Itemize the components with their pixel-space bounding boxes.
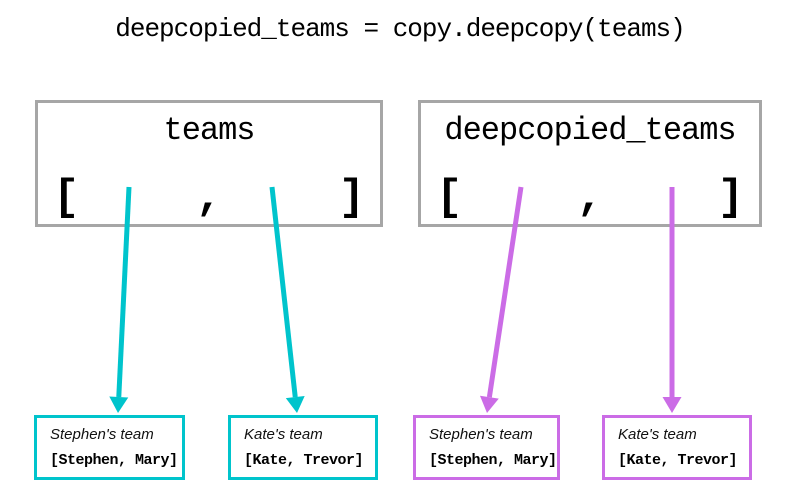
team-value: [Kate, Trevor]: [618, 452, 738, 469]
bracket-row: [ , ]: [421, 176, 759, 220]
open-bracket: [: [436, 173, 463, 223]
team-title: Stephen's team: [50, 426, 154, 443]
team-value: [Kate, Trevor]: [244, 452, 364, 469]
comma-separator: ,: [576, 173, 604, 223]
list-box-deepcopied-teams: deepcopied_teams [ , ]: [418, 100, 762, 227]
team-box-kate-original: Kate's team [Kate, Trevor]: [228, 415, 378, 480]
team-box-kate-copy: Kate's team [Kate, Trevor]: [602, 415, 752, 480]
reference-arrow-head: [479, 395, 499, 413]
close-bracket: ]: [717, 173, 744, 223]
reference-arrow-head: [285, 396, 305, 413]
team-value: [Stephen, Mary]: [429, 452, 557, 469]
team-title: Stephen's team: [429, 426, 533, 443]
close-bracket: ]: [338, 173, 365, 223]
bracket-row: [ , ]: [38, 176, 380, 220]
reference-arrow-head: [109, 396, 129, 413]
open-bracket: [: [53, 173, 80, 223]
team-title: Kate's team: [244, 426, 323, 443]
team-title: Kate's team: [618, 426, 697, 443]
team-box-stephen-copy: Stephen's team [Stephen, Mary]: [413, 415, 560, 480]
team-value: [Stephen, Mary]: [50, 452, 178, 469]
team-box-stephen-original: Stephen's team [Stephen, Mary]: [34, 415, 185, 480]
list-label-teams: teams: [163, 112, 255, 149]
list-box-teams: teams [ , ]: [35, 100, 383, 227]
comma-separator: ,: [195, 173, 223, 223]
list-label-deepcopied-teams: deepcopied_teams: [444, 112, 736, 149]
code-title: deepcopied_teams = copy.deepcopy(teams): [115, 14, 686, 44]
reference-arrow-head: [662, 397, 682, 413]
